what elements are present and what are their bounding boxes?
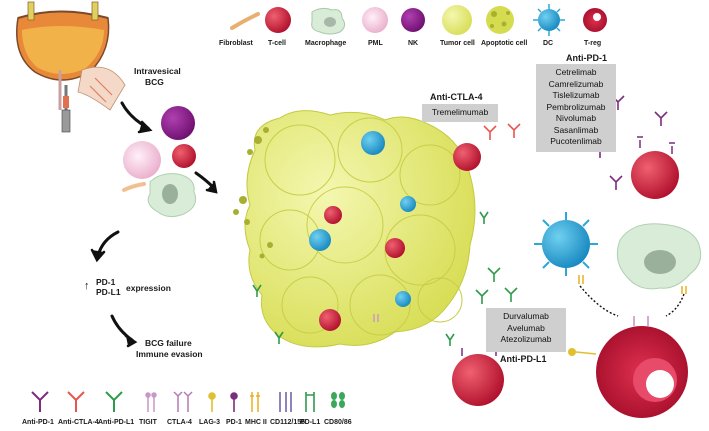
pdl1-label: PD-L1 bbox=[96, 287, 121, 297]
immune-cell-cluster bbox=[122, 106, 197, 218]
anti-pdl1-drug: Durvalumab bbox=[503, 311, 549, 321]
anti-pdl1-icon bbox=[105, 391, 123, 412]
legend-fibroblast-label: Fibroblast bbox=[219, 40, 253, 47]
anti-pdl1-box: Durvalumab Avelumab Atezolizumab bbox=[486, 308, 566, 352]
legend-anti-ctla4-label: Anti-CTLA-4 bbox=[58, 419, 99, 426]
legend-macrophage-label: Macrophage bbox=[305, 40, 347, 47]
anti-pdl1-drug: Avelumab bbox=[507, 322, 545, 333]
intravesical-label: Intravesical bbox=[134, 66, 181, 76]
legend-mhc-ii-label: MHC II bbox=[245, 419, 267, 426]
mhc-ii-icon bbox=[250, 392, 260, 412]
anti-pdl1-antibodies bbox=[475, 267, 518, 304]
legend-bottom-icons bbox=[31, 391, 345, 412]
nk-icon bbox=[401, 8, 425, 32]
dendritic-cell bbox=[534, 212, 598, 284]
pd1-label: PD-1 bbox=[96, 277, 116, 287]
interaction-dots bbox=[579, 285, 685, 317]
anti-pd1-drug: Cetrelimab bbox=[555, 67, 597, 77]
up-arrow: ↑ bbox=[84, 280, 90, 292]
treg-icon bbox=[583, 8, 607, 32]
macrophage-icon bbox=[311, 7, 346, 35]
anti-pd1-drug: Camrelizumab bbox=[548, 78, 604, 89]
fibroblast-icon bbox=[230, 12, 260, 30]
legend-cd112-155-label: CD112/155 bbox=[270, 419, 306, 426]
pml-cell bbox=[123, 141, 161, 179]
legend-pd1-label: PD-1 bbox=[226, 419, 242, 426]
ctla4-icon bbox=[173, 391, 193, 412]
legend-pdl1-label: PD-L1 bbox=[300, 419, 321, 426]
anti-ctla4-antibodies bbox=[483, 123, 521, 140]
anti-pd1-icon bbox=[31, 391, 49, 412]
legend-apoptotic-label: Apoptotic cell bbox=[481, 40, 528, 47]
legend-lag3-label: LAG-3 bbox=[199, 419, 220, 426]
pdl1-icon bbox=[305, 392, 315, 412]
t-cell-bottom bbox=[452, 348, 504, 406]
legend-treg-label: T-reg bbox=[584, 40, 602, 47]
legend-cd80-86-label: CD80/86 bbox=[324, 419, 352, 426]
legend-tigit-label: TIGIT bbox=[139, 419, 157, 426]
pd1-icon bbox=[230, 392, 238, 412]
macrophage-right bbox=[616, 223, 702, 294]
legend-ctla4-label: CTLA-4 bbox=[167, 419, 192, 426]
t-cell bbox=[172, 144, 196, 168]
anti-pd1-drug: Nivolumab bbox=[555, 113, 597, 123]
nk-cell bbox=[161, 106, 195, 140]
anti-pdl1-drug: Atezolizumab bbox=[500, 334, 552, 344]
cd112-155-icon bbox=[279, 392, 292, 412]
tumor-immune-cells bbox=[309, 131, 481, 331]
anti-pd1-drug: Pembrolizumab bbox=[546, 101, 606, 112]
tumor-mass bbox=[233, 110, 489, 348]
anti-ctla4-icon bbox=[67, 391, 85, 412]
tumor-cell-icon bbox=[442, 5, 472, 35]
legend-anti-pdl1-label: Anti-PD-L1 bbox=[98, 419, 135, 426]
legend-pml-label: PML bbox=[368, 40, 383, 47]
anti-ctla4-title: Anti-CTLA-4 bbox=[430, 92, 483, 102]
bladder-illustration bbox=[16, 1, 126, 133]
flow-arrows bbox=[90, 101, 218, 348]
anti-pdl1-title: Anti-PD-L1 bbox=[500, 354, 547, 364]
anti-pd1-title: Anti-PD-1 bbox=[566, 53, 607, 63]
tigit-icon bbox=[145, 392, 157, 412]
legend-nk-label: NK bbox=[408, 40, 419, 47]
lag3-icon bbox=[208, 392, 216, 412]
tcell-icon bbox=[265, 7, 291, 33]
bcg-failure-label: BCG failure bbox=[145, 338, 192, 348]
anti-ctla4-drug: Tremelimumab bbox=[431, 107, 489, 117]
macrophage-cell bbox=[147, 173, 197, 218]
anti-pd1-drug: Tislelizumab bbox=[552, 90, 600, 100]
legend-top-icons bbox=[230, 4, 607, 36]
cd80-86-icon bbox=[331, 392, 345, 408]
immune-evasion-label: Immune evasion bbox=[136, 349, 203, 359]
legend-anti-pd1-label: Anti-PD-1 bbox=[22, 419, 54, 426]
dc-icon bbox=[533, 4, 565, 36]
fibroblast-cell bbox=[122, 182, 146, 192]
legend-tcell-label: T-cell bbox=[268, 40, 286, 47]
anti-pd1-drug: Sasanlimab bbox=[553, 124, 599, 135]
anti-ctla4-box: Tremelimumab bbox=[422, 104, 498, 122]
anti-pd1-box: Cetrelimab Camrelizumab Tislelizumab Pem… bbox=[536, 64, 616, 152]
bcg-label: BCG bbox=[145, 77, 164, 87]
anti-pd1-drug: Pucotenlimab bbox=[550, 136, 602, 146]
t-cell-pd1 bbox=[631, 136, 679, 199]
expression-label: expression bbox=[126, 283, 171, 293]
legend-dc-label: DC bbox=[543, 40, 554, 47]
legend-tumor-label: Tumor cell bbox=[440, 40, 475, 47]
pml-icon bbox=[362, 7, 388, 33]
apoptotic-cell-icon bbox=[486, 6, 514, 34]
t-reg-large bbox=[568, 316, 688, 418]
